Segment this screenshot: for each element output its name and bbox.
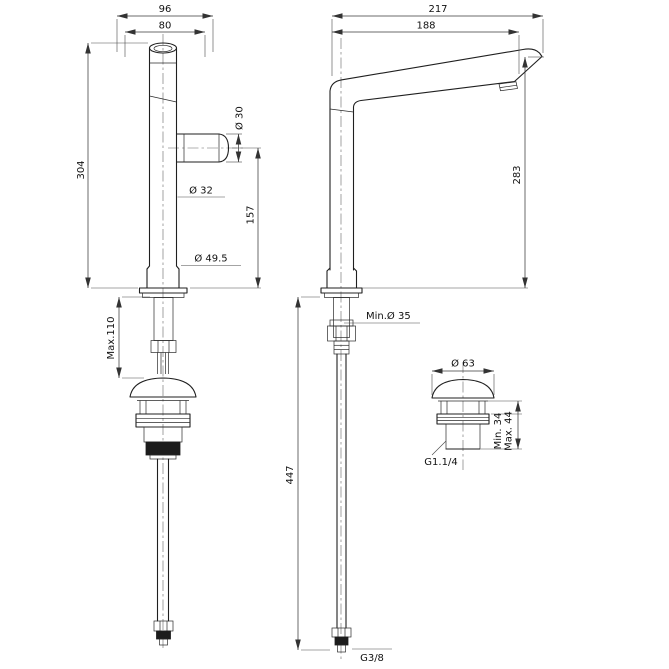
- side-shank-hose: [327, 297, 356, 653]
- dim-hose-thread-label: G3/8: [360, 653, 384, 664]
- dim-outlet-diameter-label: Ø 30: [234, 106, 246, 130]
- front-waste-assembly: [129, 377, 197, 646]
- dim-hose-length-label: 447: [285, 465, 296, 484]
- dim-base-diameter-label: Ø 49.5: [194, 253, 227, 265]
- waste-dimensions: Ø 63 Min. 34 Max. 44 G1.1/4: [424, 358, 522, 468]
- dim-overall-reach-label: 217: [428, 4, 447, 15]
- front-shank-assembly: [150, 297, 177, 374]
- dim-body-diameter-label: Ø 32: [189, 185, 213, 197]
- waste-outline: [431, 378, 495, 450]
- front-view: 96 80 304 Ø 30 Ø 32 157 Ø 49.5 M: [76, 4, 261, 648]
- waste-detail: Ø 63 Min. 34 Max. 44 G1.1/4: [424, 358, 522, 470]
- front-faucet-outline: [138, 42, 230, 298]
- dim-top-width-label: 96: [159, 4, 172, 15]
- dim-min-height-label: Min. 34: [493, 413, 504, 450]
- dim-max-height-label: Max. 44: [504, 411, 515, 451]
- side-view: 217 188 283 Min.Ø 35 447 G3/8: [285, 4, 544, 664]
- dim-min-hole-diameter-label: Min.Ø 35: [366, 310, 411, 322]
- side-faucet-outline: [320, 48, 543, 298]
- dim-spout-reach-label: 188: [416, 21, 435, 32]
- dim-spout-height-label: 283: [512, 165, 523, 184]
- dim-outlet-height-label: 157: [246, 205, 257, 224]
- front-dimensions: 96 80 304 Ø 30 Ø 32 157 Ø 49.5 M: [76, 4, 261, 379]
- dim-total-height-label: 304: [76, 160, 87, 179]
- side-dimensions: 217 188 283 Min.Ø 35 447 G3/8: [285, 4, 544, 664]
- dim-waste-thread-label: G1.1/4: [424, 457, 457, 468]
- dim-cap-diameter-label: Ø 63: [451, 358, 475, 370]
- dim-spout-width-label: 80: [159, 21, 172, 32]
- dim-max-deck-thickness-label: Max.110: [106, 317, 117, 360]
